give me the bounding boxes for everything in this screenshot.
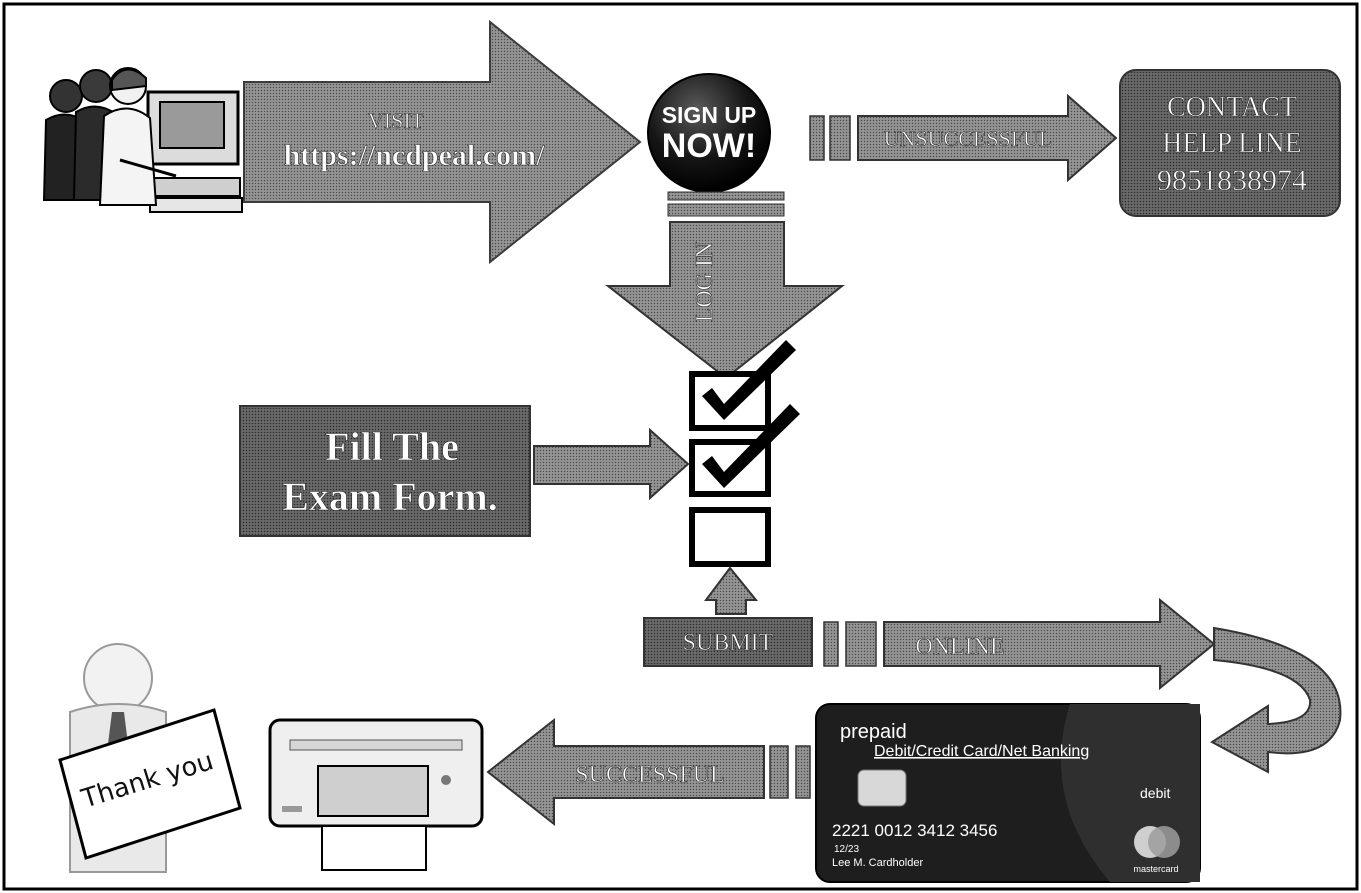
unsuccessful-label: UNSUCCESSFUL (884, 126, 1053, 151)
card-type: debit (1140, 785, 1170, 801)
card-chip-icon (858, 770, 906, 806)
submit-up-arrow (706, 568, 756, 614)
successful-label: SUCCESSFUL (575, 762, 724, 788)
fill-form-line1: Fill The (325, 424, 459, 469)
helpline-number: 9851838974 (1157, 164, 1307, 197)
sign-up-now-badge[interactable]: SIGN UP NOW! (648, 74, 770, 192)
payment-card: prepaid Debit/Credit Card/Net Banking de… (816, 704, 1200, 882)
card-holder: Lee M. Cardholder (832, 857, 923, 869)
contact-line1: CONTACT (1167, 92, 1297, 123)
login-arrow (608, 192, 842, 378)
card-brand-line: prepaid (840, 721, 907, 743)
checkbox-empty (692, 510, 768, 564)
card-expiry: 12/23 (834, 844, 859, 855)
login-label: LOG IN (692, 242, 718, 323)
printer-icon (270, 720, 482, 870)
contact-line2: HELP LINE (1162, 128, 1302, 159)
sign-up-label: SIGN UP (662, 102, 757, 128)
fill-form-line2: Exam Form. (282, 474, 498, 519)
card-network: mastercard (1133, 864, 1178, 874)
visit-url: https://ncdpeal.com/ (284, 139, 546, 172)
people-at-computers-icon (44, 68, 242, 212)
online-arrow (824, 600, 1214, 688)
fill-form-arrow (534, 430, 688, 498)
now-label: NOW! (662, 127, 756, 165)
online-label: ONLINE (915, 634, 1004, 660)
submit-label: SUBMIT (683, 630, 774, 656)
visit-label: VISIT (368, 108, 425, 133)
curved-arrow (1212, 628, 1340, 772)
payment-methods: Debit/Credit Card/Net Banking (874, 743, 1089, 760)
thank-you-person-icon (60, 644, 240, 872)
card-number: 2221 0012 3412 3456 (832, 821, 997, 840)
